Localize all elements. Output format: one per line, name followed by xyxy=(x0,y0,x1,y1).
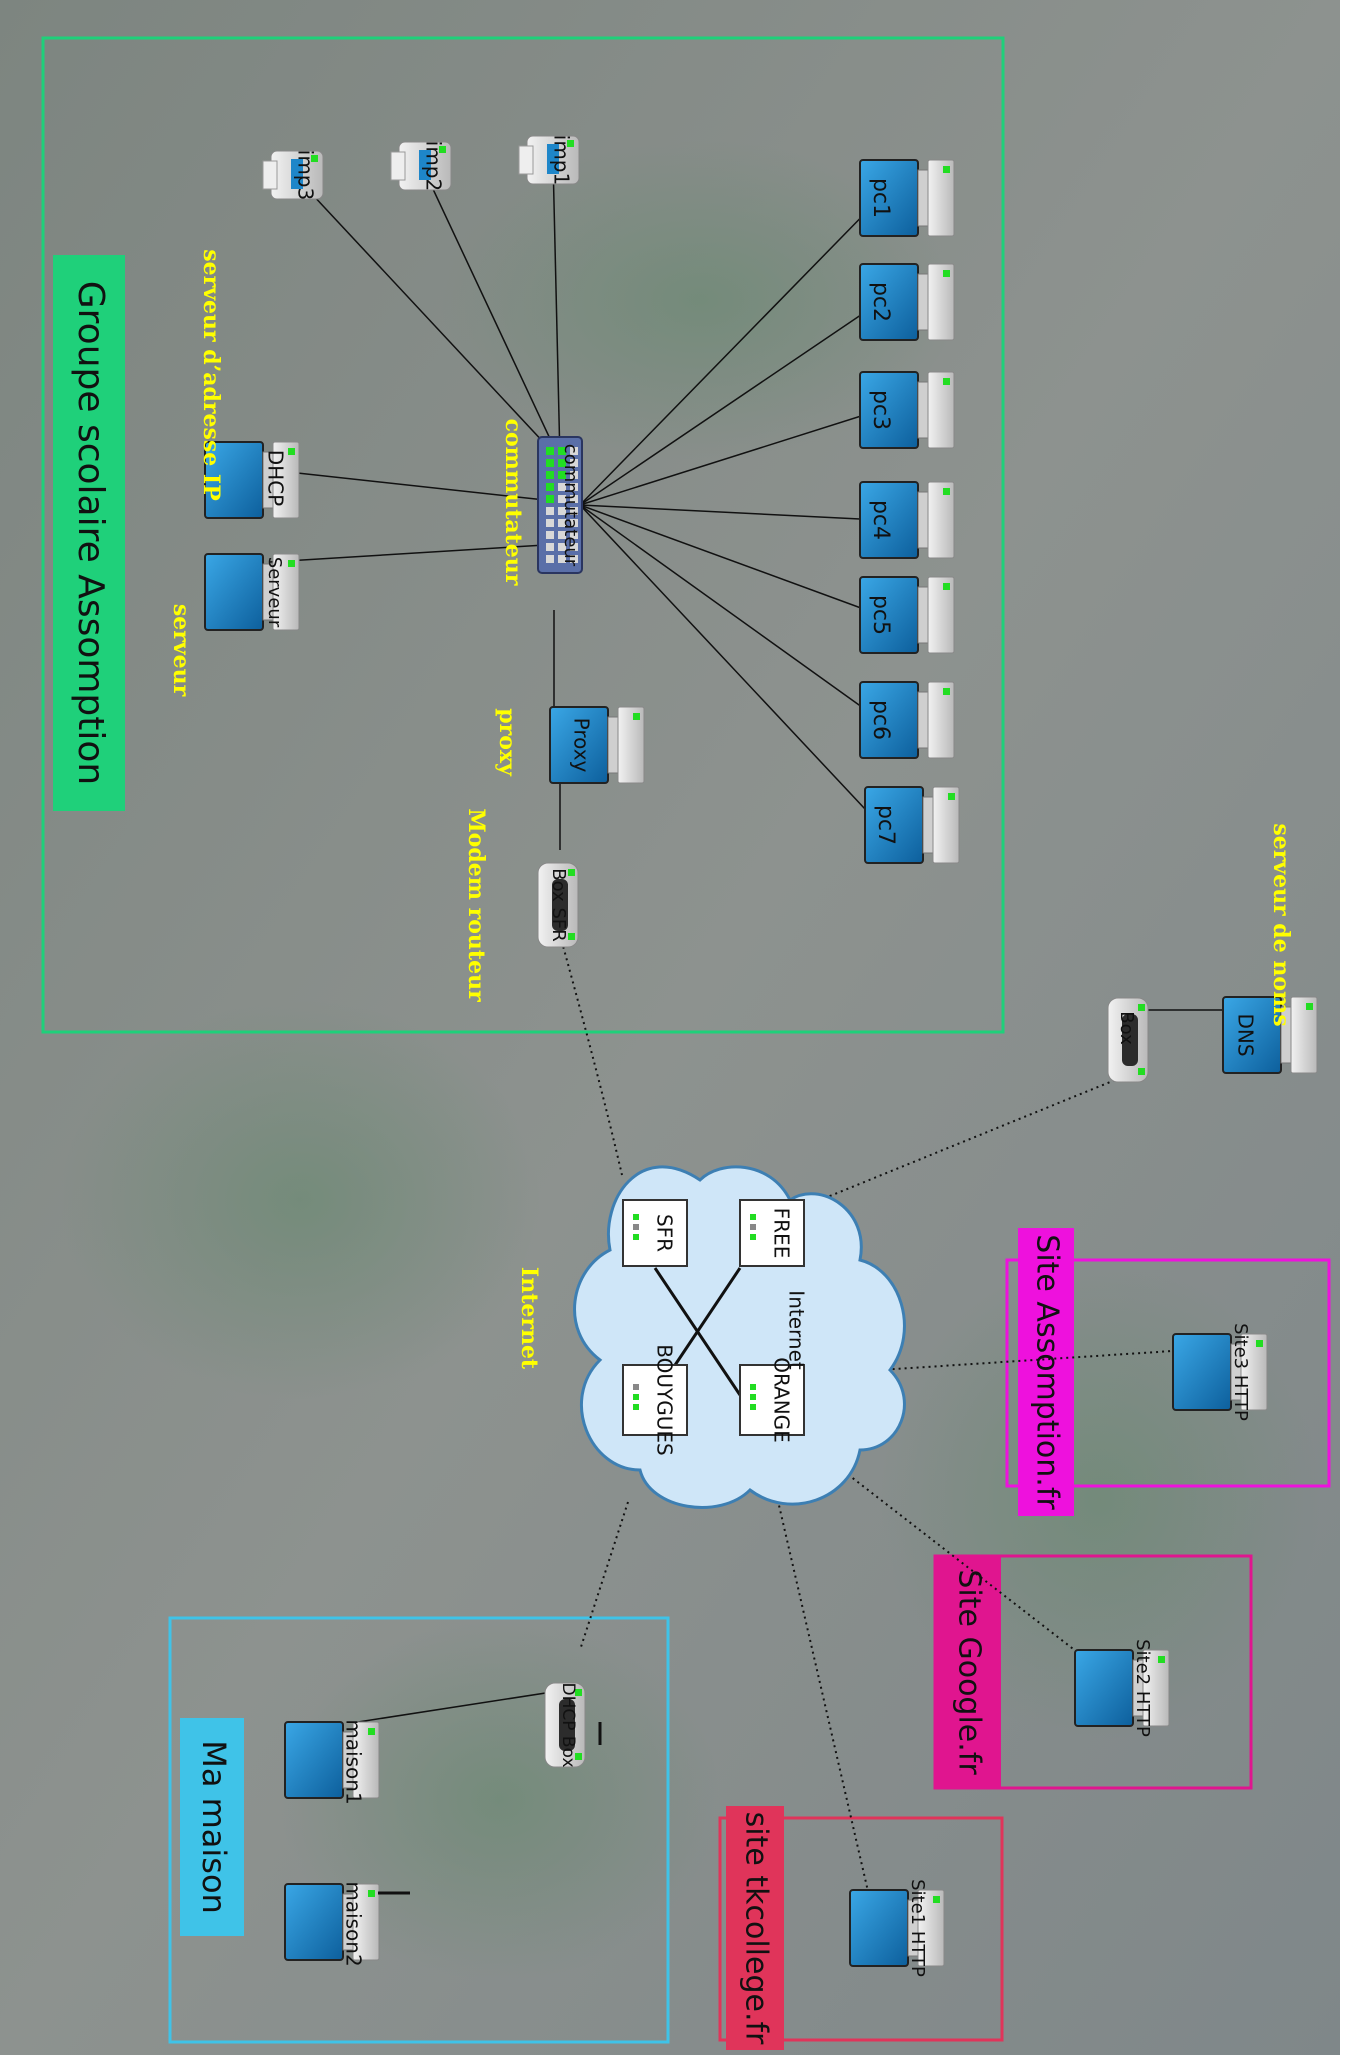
home-title-banner xyxy=(180,1718,244,1936)
site-tkcollege-frame xyxy=(718,1816,1004,2042)
home-group-frame xyxy=(168,1616,670,2044)
maison1-label: maison1 xyxy=(342,1719,366,1804)
pc5-label: pc5 xyxy=(868,595,893,635)
pc3-label: pc3 xyxy=(868,390,893,430)
site-google-title: Site Google.fr xyxy=(952,1569,987,1775)
pc6-label: pc6 xyxy=(868,700,893,740)
annotation-internet: Internet xyxy=(516,1267,542,1370)
isp-sfr: SFR xyxy=(622,1199,688,1267)
imp2-label: imp2 xyxy=(422,141,446,191)
annotation-proxy: proxy xyxy=(494,708,520,777)
imp1-label: imp1 xyxy=(550,135,574,185)
site-assomption-banner xyxy=(1018,1228,1074,1516)
school-title-banner xyxy=(53,255,125,811)
site3-server-device xyxy=(1172,1333,1268,1411)
annotation-modem: Modem routeur xyxy=(463,808,489,1002)
pc2-label: pc2 xyxy=(868,282,893,322)
switch-device xyxy=(537,436,583,574)
box-sfr-label: Box SFR xyxy=(548,868,569,941)
dns-box-label: Box xyxy=(1116,1011,1137,1045)
pc1-label: pc1 xyxy=(868,178,893,218)
home-title: Ma maison xyxy=(195,1740,233,1914)
site-tkcollege-title: site tkcollege.fr xyxy=(739,1812,774,2045)
site-assomption-title: Site Assomption.fr xyxy=(1030,1234,1065,1510)
file-server-label: Serveur xyxy=(264,557,285,628)
home-box-label: DHCP Box xyxy=(558,1683,578,1768)
school-title: Groupe scolaire Assomption xyxy=(70,281,111,785)
pc7-label: pc7 xyxy=(873,805,898,845)
proxy-device xyxy=(549,706,645,784)
annotation-dns: serveur de noms xyxy=(1268,823,1294,1026)
isp-bouygues: BOUYGUES xyxy=(622,1344,688,1456)
school-group-frame xyxy=(41,36,1005,1034)
pc4-label: pc4 xyxy=(868,500,893,540)
site2-server-device xyxy=(1074,1649,1170,1727)
isp-orange-label: ORANGE xyxy=(770,1357,794,1443)
annotation-switch: commutateur xyxy=(500,419,526,586)
site-tkcollege-banner xyxy=(726,1806,784,2050)
annotation-server: serveur xyxy=(168,604,194,697)
internet-links xyxy=(559,934,1189,1901)
maison2-label: maison2 xyxy=(342,1881,366,1966)
site1-server-device xyxy=(849,1889,945,1967)
cloud-internet-label: Internet xyxy=(785,1290,809,1370)
site-google-banner xyxy=(935,1556,1001,1788)
dhcp-server-label: DHCP xyxy=(264,450,288,506)
site3-server-label: Site3 HTTP xyxy=(1230,1323,1251,1421)
dns-server-label: DNS xyxy=(1234,1013,1258,1056)
isp-orange: ORANGE xyxy=(739,1357,805,1443)
imp3-label: imp3 xyxy=(294,150,318,200)
isp-free: FREE xyxy=(739,1199,805,1267)
annotation-dhcp-server: serveur d’adresse IP xyxy=(198,249,224,501)
proxy-label: Proxy xyxy=(570,718,594,773)
isp-free-label: FREE xyxy=(770,1208,794,1259)
site2-server-label: Site2 HTTP xyxy=(1132,1639,1153,1737)
isp-bouygues-label: BOUYGUES xyxy=(653,1344,677,1455)
site-assomption-frame xyxy=(1005,1258,1331,1488)
isp-sfr-label: SFR xyxy=(653,1214,677,1252)
site1-server-label: Site1 HTTP xyxy=(907,1879,928,1977)
switch-device-label: commutateur xyxy=(560,444,581,567)
